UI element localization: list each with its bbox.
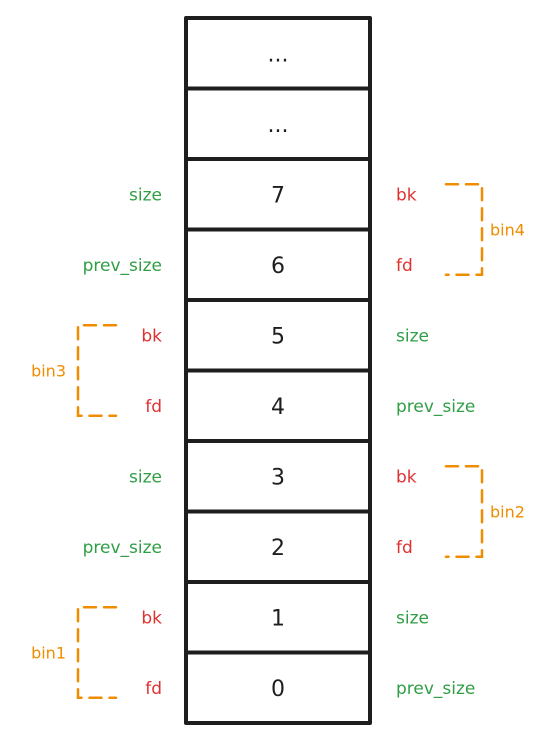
memory-cell: ... <box>184 16 372 91</box>
bin-bracket: bin2 <box>444 465 525 558</box>
field-labels: sizeprev_sizebkfdsizeprev_sizebkfdbkfdsi… <box>83 185 476 699</box>
left-field-label: bk <box>141 608 162 628</box>
left-field-label: prev_size <box>83 538 162 558</box>
cell-box <box>184 227 372 302</box>
memory-cell: 3 <box>184 439 372 514</box>
left-field-label: fd <box>145 679 162 699</box>
bin-bracket: bin4 <box>444 183 525 276</box>
cell-value: 5 <box>271 324 285 349</box>
bin-label: bin3 <box>31 362 66 381</box>
cell-box <box>184 650 372 725</box>
cell-value: 0 <box>271 677 285 702</box>
bin-label: bin4 <box>490 221 525 240</box>
cell-value: 3 <box>271 465 285 490</box>
memory-column: ...... 7 6 5 4 3 2 1 0 <box>184 16 372 725</box>
left-field-label: fd <box>145 397 162 417</box>
memory-cell: 1 <box>184 580 372 655</box>
right-field-label: bk <box>396 185 417 205</box>
right-field-label: size <box>396 326 429 346</box>
memory-cell: 7 <box>184 157 372 232</box>
memory-cell: ... <box>184 86 372 161</box>
right-field-label: prev_size <box>396 397 475 417</box>
right-field-label: size <box>396 608 429 628</box>
left-field-label: prev_size <box>83 256 162 276</box>
cell-value: ... <box>268 113 289 138</box>
bin-label: bin1 <box>31 644 66 663</box>
cell-value: 7 <box>271 183 285 208</box>
bin-bracket-line <box>76 324 118 417</box>
bin-bracket-line <box>444 183 484 276</box>
bin-bracket: bin3 <box>31 324 118 417</box>
memory-cell: 4 <box>184 368 372 443</box>
right-field-label: fd <box>396 256 413 276</box>
bin-brackets: bin4 bin3 bin2 bin1 <box>31 183 525 699</box>
memory-cell: 2 <box>184 509 372 584</box>
left-field-label: size <box>129 467 162 487</box>
cell-box <box>184 368 372 443</box>
bin-label: bin2 <box>490 503 525 522</box>
cell-value: 6 <box>271 254 285 279</box>
right-field-label: prev_size <box>396 679 475 699</box>
memory-cell: 5 <box>184 298 372 373</box>
cell-value: 2 <box>271 536 285 561</box>
bin-bracket-line <box>444 465 484 558</box>
right-field-label: bk <box>396 467 417 487</box>
cell-value: 1 <box>271 606 285 631</box>
bin-bracket-line <box>76 606 118 699</box>
cell-value: ... <box>268 42 289 67</box>
bin-bracket: bin1 <box>31 606 118 699</box>
left-field-label: bk <box>141 326 162 346</box>
cell-box <box>184 509 372 584</box>
left-field-label: size <box>129 185 162 205</box>
memory-cell: 0 <box>184 650 372 725</box>
memory-cell: 6 <box>184 227 372 302</box>
right-field-label: fd <box>396 538 413 558</box>
cell-value: 4 <box>271 395 285 420</box>
